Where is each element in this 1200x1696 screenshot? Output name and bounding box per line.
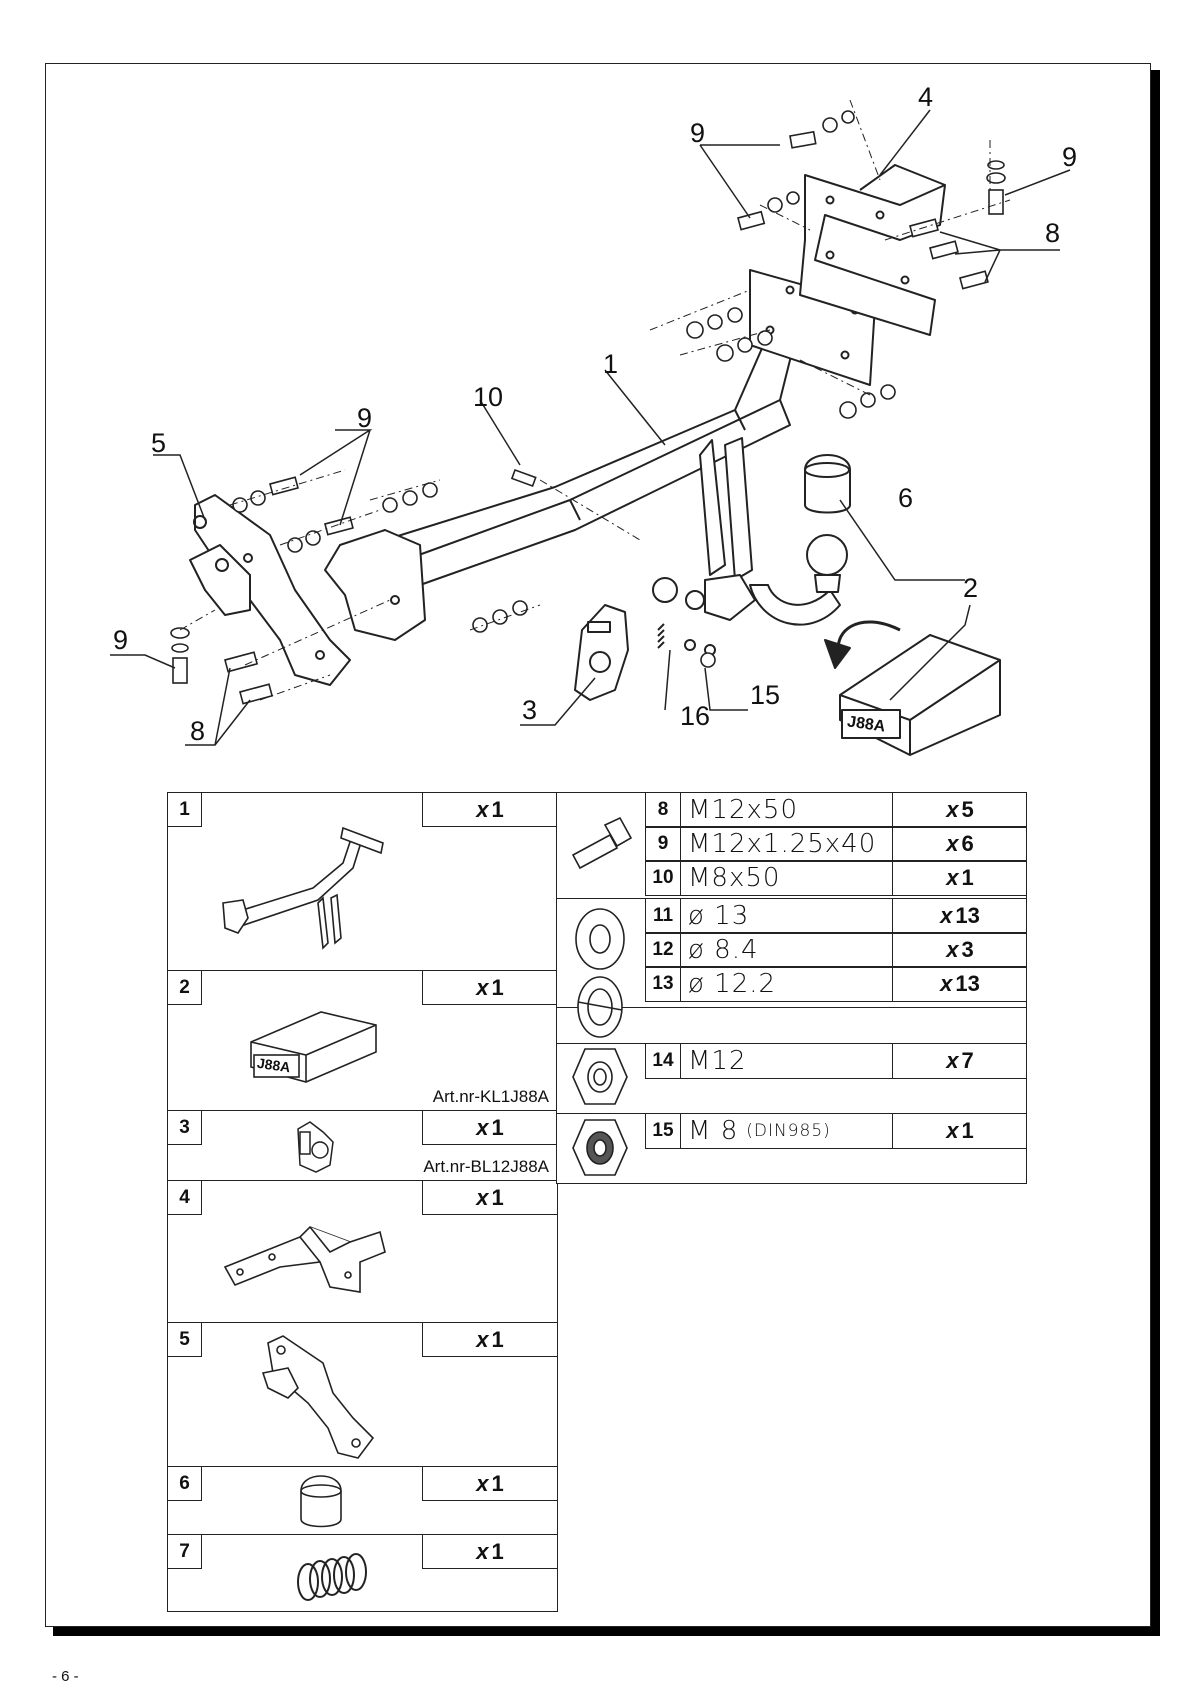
callout-8-right: 8 bbox=[1045, 218, 1061, 248]
part-number: 2 bbox=[168, 971, 202, 1005]
icon-divider bbox=[556, 898, 646, 899]
hex-nut-icon bbox=[572, 1048, 628, 1105]
assembly-arrow bbox=[836, 620, 901, 661]
part-number: 1 bbox=[168, 793, 202, 827]
callout-5: 5 bbox=[151, 428, 167, 458]
ball-cover-thumbnail bbox=[300, 1475, 342, 1528]
callout-8-left: 8 bbox=[190, 716, 206, 746]
callout-9-top: 9 bbox=[690, 118, 706, 148]
socket-plate-part-3 bbox=[574, 604, 629, 701]
callout-2: 2 bbox=[963, 573, 979, 603]
socket-plate-thumbnail bbox=[297, 1121, 334, 1173]
spring-part-16 bbox=[657, 623, 716, 656]
frame-shadow-right bbox=[1151, 70, 1160, 1636]
callout-1: 1 bbox=[603, 349, 619, 379]
article-number: Art.nr-KL1J88A bbox=[432, 1087, 549, 1106]
section-divider bbox=[556, 1007, 1027, 1008]
bracket-4-thumbnail bbox=[223, 1226, 386, 1293]
exploded-assembly-drawing bbox=[110, 99, 1071, 756]
kit-box-thumbnail bbox=[250, 1011, 377, 1083]
crossbar-thumbnail bbox=[222, 826, 384, 950]
bolt-icon bbox=[571, 816, 633, 870]
spring-washer-icon bbox=[577, 976, 623, 1038]
tow-ball-assembly bbox=[652, 454, 851, 626]
part-number: 5 bbox=[168, 1323, 202, 1357]
bracket-part-4 bbox=[799, 164, 946, 336]
part-number: 6 bbox=[168, 1467, 202, 1501]
callout-9-bottom-left: 9 bbox=[113, 625, 129, 655]
crossbar-part-1 bbox=[324, 269, 876, 641]
kit-box-part-2 bbox=[839, 634, 1001, 756]
callout-4: 4 bbox=[918, 82, 934, 112]
bracket-part-5 bbox=[189, 494, 351, 686]
callout-10: 10 bbox=[473, 382, 504, 412]
washer-icon bbox=[575, 908, 625, 970]
article-number: Art.nr-BL12J88A bbox=[423, 1157, 549, 1176]
spring-thumbnail bbox=[297, 1553, 367, 1601]
part-number: 3 bbox=[168, 1111, 202, 1145]
bracket-5-thumbnail bbox=[261, 1335, 375, 1459]
callout-15: 15 bbox=[750, 680, 781, 710]
callout-9-left: 9 bbox=[357, 403, 373, 433]
callout-16: 16 bbox=[680, 701, 711, 731]
frame-shadow-bottom bbox=[53, 1627, 1160, 1636]
callout-6: 6 bbox=[898, 483, 914, 513]
callout-9-right: 9 bbox=[1062, 142, 1078, 172]
callout-3: 3 bbox=[522, 695, 538, 725]
part-number: 7 bbox=[168, 1535, 202, 1569]
lock-nut-icon bbox=[572, 1119, 628, 1176]
page-number: - 6 - bbox=[52, 1668, 79, 1685]
part-number: 4 bbox=[168, 1181, 202, 1215]
